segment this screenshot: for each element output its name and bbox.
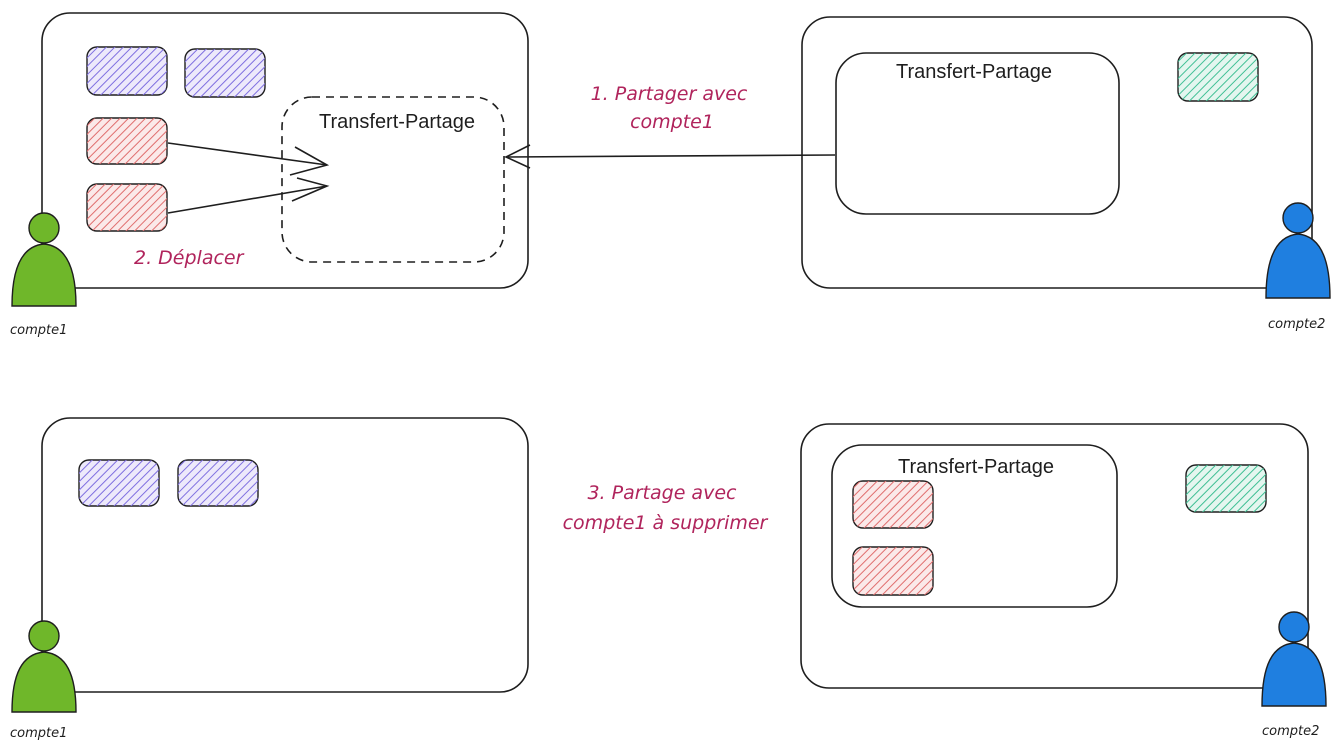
step3-label: 3. Partage avec compte1 à supprimer [563, 482, 769, 534]
shared-folder-compte2-top [835, 52, 1120, 215]
shared-folder-dashed [281, 96, 505, 263]
compte1-drive-top [41, 12, 529, 289]
compte1-label-top: compte1 [10, 323, 67, 338]
user-icon-compte1-bottom [11, 620, 77, 713]
step2-label: 2. Déplacer [134, 247, 245, 269]
compte1-drive-bottom [41, 417, 529, 693]
shared-folder-title-compte2-bottom: Transfert-Partage [898, 456, 1054, 478]
share-arrow [504, 144, 836, 169]
step1-line2: compte1 [630, 111, 714, 133]
shared-folder-compte2-bottom [831, 444, 1118, 608]
step1-line1: 1. Partager avec [591, 83, 748, 105]
step3-line1: 3. Partage avec [587, 482, 737, 504]
compte2-label-bottom: compte2 [1262, 724, 1319, 739]
shared-folder-title-compte2-top: Transfert-Partage [896, 61, 1052, 83]
step1-label: 1. Partager avec compte1 [591, 83, 754, 133]
user-icon-compte2-top [1265, 202, 1331, 299]
compte2-label-top: compte2 [1268, 317, 1325, 332]
compte2-drive-top [801, 16, 1313, 289]
compte2-drive-bottom [800, 423, 1309, 689]
compte1-label-bottom: compte1 [10, 726, 67, 741]
move-arrows [167, 142, 330, 214]
shared-folder-title-compte1: Transfert-Partage [319, 111, 475, 133]
user-icon-compte1-top [11, 212, 77, 307]
step3-line2: compte1 à supprimer [563, 512, 769, 534]
user-icon-compte2-bottom [1261, 611, 1327, 707]
